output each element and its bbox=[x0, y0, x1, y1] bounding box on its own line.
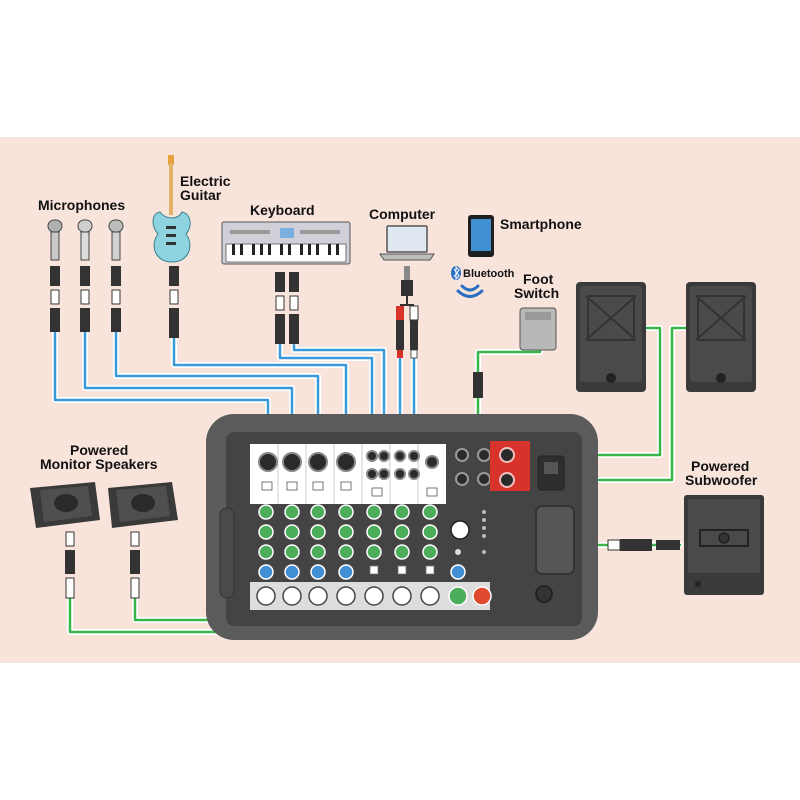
main-speaker-right bbox=[686, 282, 756, 392]
keyboard-label: Keyboard bbox=[250, 202, 315, 218]
microphone-2-icon bbox=[77, 219, 93, 332]
subwoofer-label-line2: Subwoofer bbox=[685, 472, 758, 488]
cables bbox=[52, 325, 689, 635]
channel-knobs bbox=[258, 504, 466, 580]
microphone-1-icon bbox=[47, 219, 63, 332]
foot-switch: Foot Switch bbox=[473, 271, 559, 398]
output-jacks bbox=[455, 448, 491, 486]
microphones-label: Microphones bbox=[38, 197, 125, 213]
guitar-label-line1: Electric bbox=[180, 173, 231, 189]
wireless-signal-icon bbox=[456, 284, 484, 298]
laptop-icon bbox=[379, 225, 435, 261]
mixer bbox=[206, 414, 598, 640]
subwoofer: Powered Subwoofer bbox=[684, 458, 764, 595]
subwoofer-label-line1: Powered bbox=[691, 458, 749, 474]
monitors-label-line1: Powered bbox=[70, 442, 128, 458]
microphones: Microphones bbox=[38, 197, 125, 332]
master-knob-red bbox=[472, 586, 492, 606]
keyboard: Keyboard bbox=[221, 202, 351, 344]
foot-switch-label-line2: Switch bbox=[514, 285, 559, 301]
monitor-speakers: Powered Monitor Speakers bbox=[30, 442, 178, 599]
guitar-label-line2: Guitar bbox=[180, 187, 222, 203]
level-knobs bbox=[256, 586, 440, 606]
monitor-speaker-left-icon bbox=[30, 482, 100, 528]
smartphone-label: Smartphone bbox=[500, 216, 582, 232]
electric-guitar: Electric Guitar bbox=[152, 155, 231, 338]
computer-label: Computer bbox=[369, 206, 436, 222]
input-jacks bbox=[258, 450, 439, 480]
foot-switch-label-line1: Foot bbox=[523, 271, 554, 287]
guitar-icon bbox=[152, 155, 191, 263]
keyboard-icon bbox=[221, 221, 351, 265]
monitor-speaker-right-icon bbox=[108, 482, 178, 528]
microphone-3-icon bbox=[108, 219, 124, 332]
subwoofer-plug bbox=[607, 539, 621, 551]
main-speaker-left bbox=[576, 282, 646, 392]
bluetooth-label: Bluetooth bbox=[463, 268, 515, 280]
smartphone-icon bbox=[468, 215, 494, 257]
foot-switch-icon bbox=[519, 307, 557, 351]
monitors-label-line2: Monitor Speakers bbox=[40, 456, 158, 472]
computer: Computer bbox=[369, 206, 436, 359]
master-knob-green bbox=[448, 586, 468, 606]
smartphone: Smartphone Bluetooth bbox=[451, 215, 582, 298]
bluetooth-icon bbox=[451, 265, 461, 281]
